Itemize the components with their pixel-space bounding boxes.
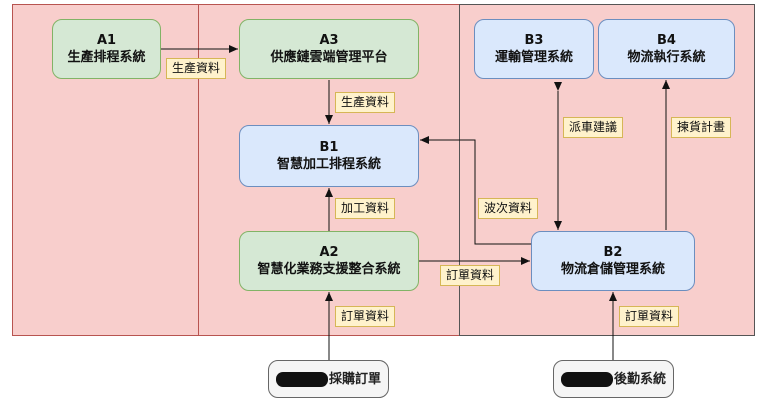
- node-a1-id: A1: [96, 33, 117, 48]
- node-logistics[interactable]: 後勤系統: [553, 360, 674, 398]
- node-b4[interactable]: B4 物流執行系統: [598, 19, 735, 79]
- node-b1-name: 智慧加工排程系統: [276, 157, 381, 172]
- node-b3-id: B3: [524, 33, 544, 48]
- node-a2[interactable]: A2 智慧化業務支援整合系統: [239, 231, 419, 291]
- label-logistics-b2: 訂單資料: [619, 306, 680, 327]
- label-a1-a3: 生產資料: [166, 58, 227, 79]
- label-b2-b4: 揀貨計畫: [671, 117, 732, 138]
- node-b2[interactable]: B2 物流倉儲管理系統: [531, 231, 695, 291]
- purchase-row: 採購訂單: [275, 371, 381, 388]
- node-purchase-order[interactable]: 採購訂單: [268, 360, 389, 398]
- node-purchase-name: 採購訂單: [328, 371, 381, 387]
- node-logistics-name: 後勤系統: [613, 371, 666, 387]
- node-a1[interactable]: A1 生產排程系統: [52, 19, 161, 79]
- node-a2-id: A2: [319, 245, 339, 260]
- node-b2-id: B2: [603, 245, 623, 260]
- node-a1-name: 生產排程系統: [67, 50, 146, 65]
- logistics-row: 後勤系統: [560, 371, 666, 388]
- label-b2-b1: 波次資料: [478, 198, 539, 219]
- node-a2-name: 智慧化業務支援整合系統: [257, 262, 401, 277]
- node-b2-name: 物流倉儲管理系統: [560, 262, 665, 277]
- node-b4-id: B4: [657, 33, 676, 48]
- edge-b2-b1: [420, 136, 531, 245]
- node-a3[interactable]: A3 供應鏈雲端管理平台: [239, 19, 419, 79]
- node-b3[interactable]: B3 運輸管理系統: [474, 19, 594, 79]
- node-b1[interactable]: B1 智慧加工排程系統: [239, 125, 419, 187]
- label-a2-b1: 加工資料: [335, 198, 396, 219]
- node-b4-name: 物流執行系統: [627, 50, 706, 65]
- region-right-frame: [459, 4, 755, 336]
- label-a2-b2: 訂單資料: [440, 265, 501, 286]
- label-a3-b1: 生產資料: [335, 92, 396, 113]
- redacted-mark: [560, 371, 613, 387]
- label-purchase-a2: 訂單資料: [335, 306, 396, 327]
- node-b3-name: 運輸管理系統: [494, 50, 573, 65]
- node-a3-id: A3: [319, 33, 339, 48]
- node-b1-id: B1: [319, 140, 339, 155]
- redacted-mark: [275, 371, 328, 387]
- label-b2-b3: 派車建議: [563, 117, 624, 138]
- node-a3-name: 供應鏈雲端管理平台: [270, 50, 388, 65]
